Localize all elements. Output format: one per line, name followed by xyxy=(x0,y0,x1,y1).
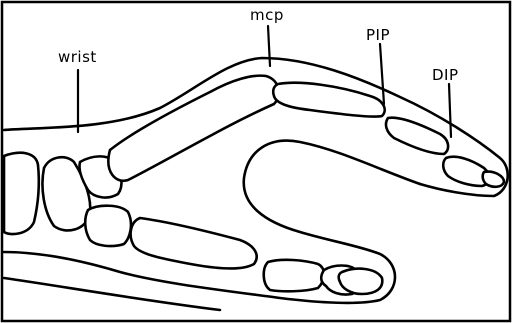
index-metacarpal xyxy=(108,76,278,181)
thumb-nail xyxy=(339,269,383,294)
fingernail xyxy=(483,172,504,187)
middle-phalanx xyxy=(386,118,448,154)
dip-leader-line xyxy=(449,84,451,137)
carpal-bone-4 xyxy=(85,206,131,246)
thumb-metacarpal xyxy=(131,218,257,268)
pip-label: PIP xyxy=(366,26,390,44)
mcp-label: mcp xyxy=(250,6,284,24)
hand-outline-lower xyxy=(4,278,220,310)
dip-label: DIP xyxy=(432,66,459,84)
wrist-label: wrist xyxy=(58,48,97,66)
proximal-phalanx xyxy=(273,83,384,117)
carpal-bone-1 xyxy=(4,153,39,234)
distal-phalanx xyxy=(443,157,489,186)
thumb-proximal-phalanx xyxy=(264,260,324,291)
pip-leader-line xyxy=(380,44,384,104)
mcp-leader-line xyxy=(268,26,270,66)
